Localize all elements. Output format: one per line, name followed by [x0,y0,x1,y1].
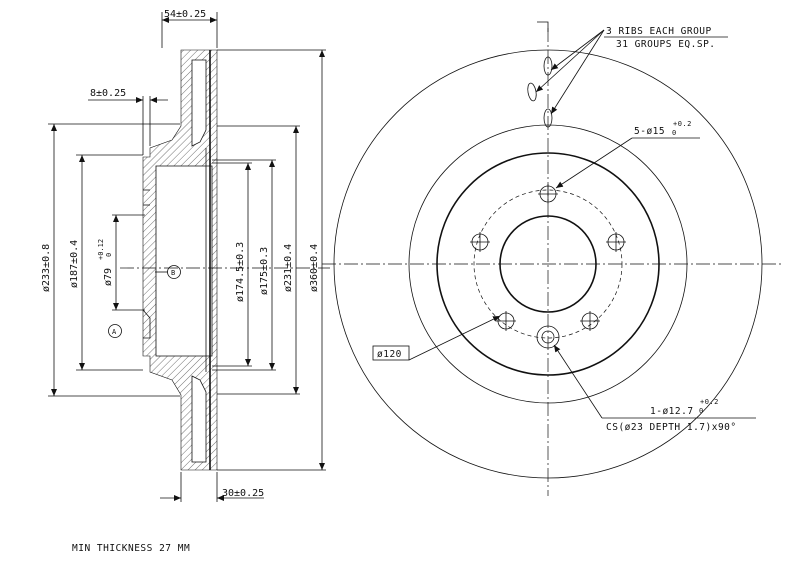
dia-175-label: ø175±0.3 [259,247,270,295]
overall-width-label: 54±0.25 [164,9,206,20]
datum-b-label: B [171,269,175,277]
pcd-label: ø120 [377,349,402,360]
pcd-circle [473,189,623,339]
dim-dia-174-5: ø174.5±0.3 [212,162,252,367]
dia-79-tol-upper: +0.12 [97,239,105,260]
front-view [322,21,782,496]
outer-rim [333,49,763,479]
dim-hat-depth: 8±0.25 [88,88,168,155]
bolt-hole-2 [606,232,626,252]
dia-187-label: ø187±0.4 [69,240,80,288]
ribs-line2: 31 GROUPS EQ.SP. [616,39,716,50]
dim-dia-231: ø231±0.4 [217,125,300,395]
dia-79-tol-lower: 0 [105,253,113,257]
disc-thickness-label: 30±0.25 [222,488,264,499]
callout-bolt-holes: 5-ø15 +0.2 0 [555,120,700,189]
hat-outer-edge [436,152,660,376]
dim-dia-175: ø175±0.3 [212,159,276,371]
dim-dia-233: ø233±0.8 [41,123,180,397]
countersink-label: CS(ø23 DEPTH 1.7)x90° [606,422,737,433]
bolt-hole-1 [538,184,558,204]
pin-hole [536,325,560,349]
pin-hole-tol-lower: 0 [699,407,704,415]
bolt-holes-tol-lower: 0 [672,129,677,137]
dia-233-label: ø233±0.8 [41,244,52,292]
ribs-line1: 3 RIBS EACH GROUP [606,26,712,37]
bolt-hole-5 [470,232,490,252]
dia-174-5-label: ø174.5±0.3 [235,242,246,302]
dim-dia-79: ø79 +0.12 0 [97,214,145,311]
bolt-holes-label: 5-ø15 [634,126,665,137]
dim-overall-width: 54±0.25 [161,9,218,48]
callout-pcd: ø120 [372,315,501,361]
hat-depth-label: 8±0.25 [90,88,126,99]
bolt-hole-4 [496,311,516,331]
dia-360-label: ø360±0.4 [309,244,320,292]
pin-hole-tol-upper: +0.2 [700,398,719,406]
friction-inner-edge [408,124,688,404]
callout-ribs: 3 RIBS EACH GROUP 31 GROUPS EQ.SP. [535,26,728,115]
callout-pin-hole: 1-ø12.7 +0.2 0 CS(ø23 DEPTH 1.7)x90° [553,344,756,433]
datum-a: A [108,324,122,338]
datum-a-label: A [112,328,117,336]
min-thickness-note: MIN THICKNESS 27 MM [72,543,190,554]
pin-hole-label: 1-ø12.7 [650,406,694,417]
bolt-hole-3 [580,311,600,331]
dim-dia-187: ø187±0.4 [69,154,143,371]
dia-79-label: ø79 [103,268,114,286]
dia-231-label: ø231±0.4 [283,244,294,292]
dim-disc-thickness: 30±0.25 [160,472,264,502]
center-bore [499,215,597,313]
bolt-holes-tol-upper: +0.2 [673,120,692,128]
dim-dia-360: ø360±0.4 [217,49,326,471]
datum-b: B [155,265,181,279]
section-view [120,49,330,471]
